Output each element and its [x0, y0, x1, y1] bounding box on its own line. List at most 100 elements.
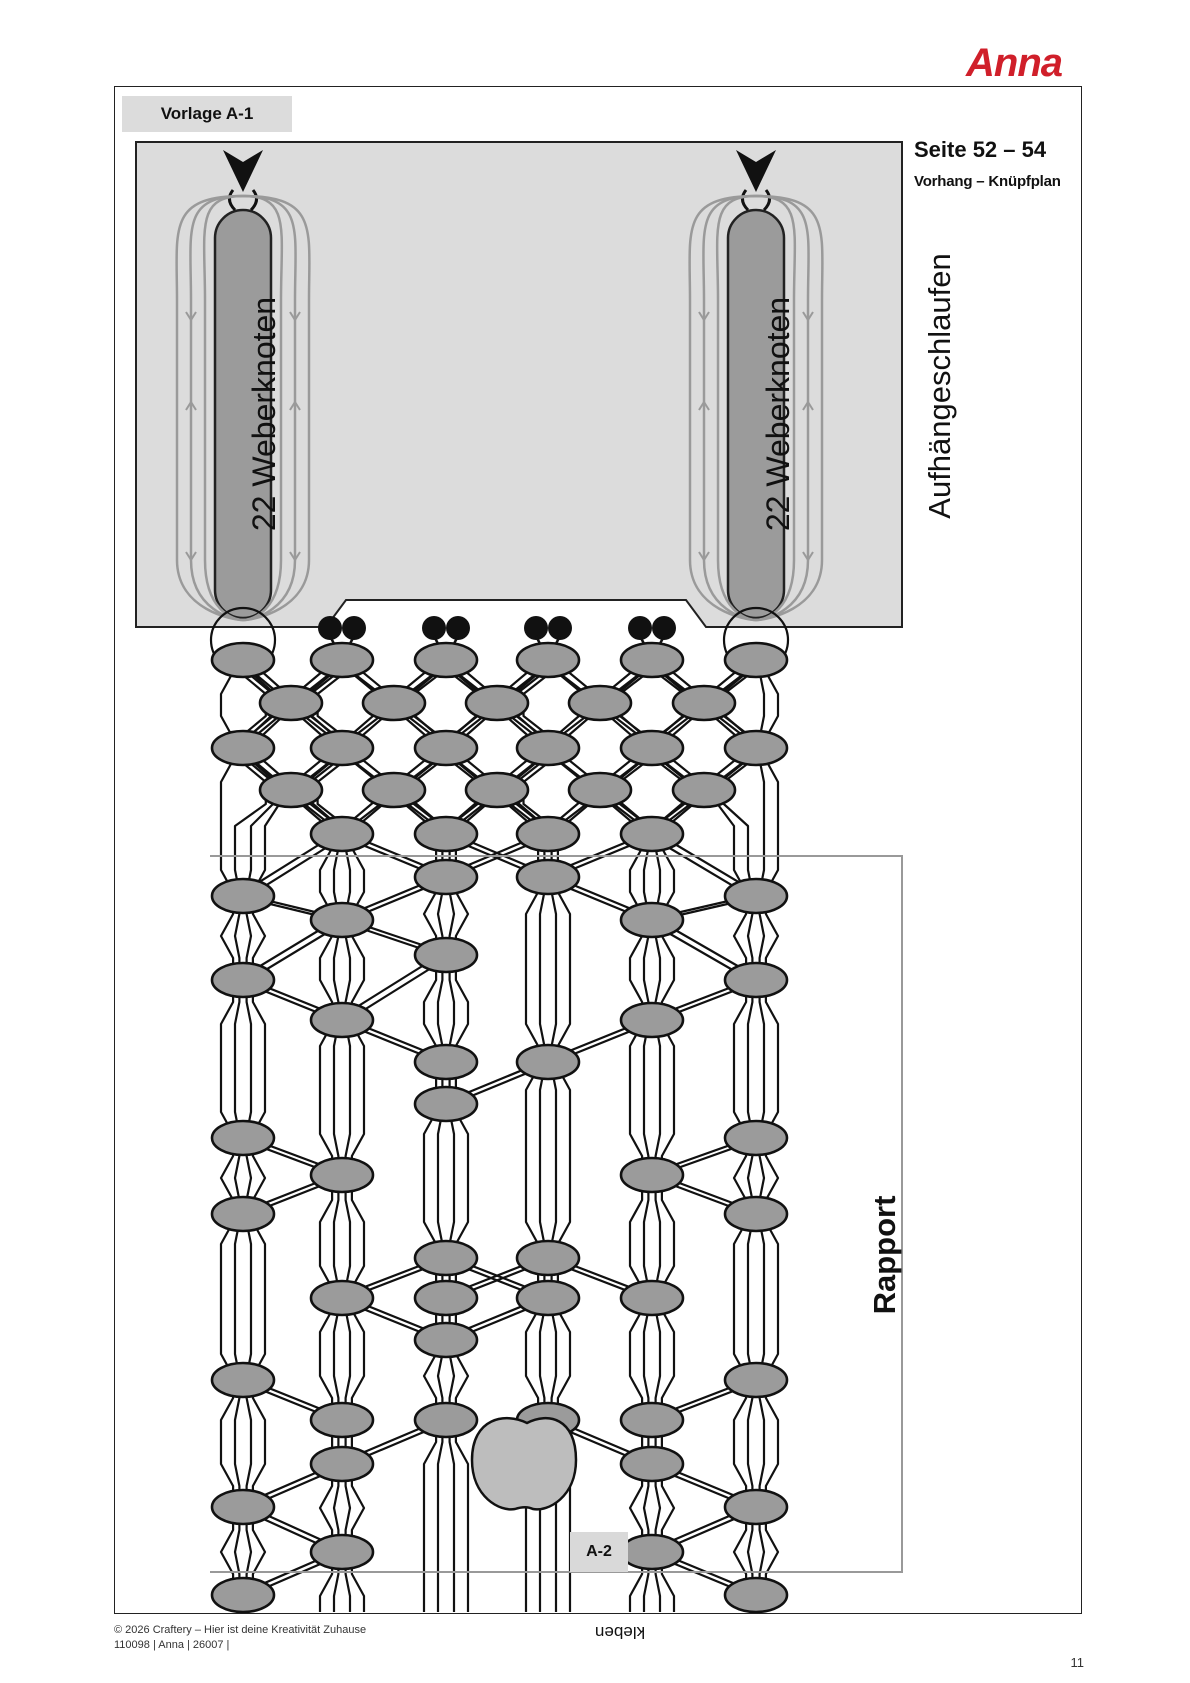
- square-knot: [619, 1001, 685, 1039]
- square-knot: [619, 1533, 685, 1571]
- square-knot: [413, 641, 479, 679]
- footer-copyright: © 2026 Craftery – Hier ist deine Kreativ…: [114, 1624, 367, 1636]
- square-knot: [723, 1576, 789, 1614]
- cord-head: [524, 616, 548, 640]
- square-knot: [210, 1576, 276, 1614]
- square-knot: [464, 771, 530, 809]
- square-knot: [361, 684, 427, 722]
- loop-arrow-icon: [185, 551, 197, 562]
- square-knot: [309, 901, 375, 939]
- down-arrow-icon: [736, 150, 776, 192]
- square-knot: [413, 815, 479, 853]
- square-knot: [210, 641, 276, 679]
- square-knot: [413, 1239, 479, 1277]
- square-knot: [413, 1043, 479, 1081]
- hanging-loop: [242, 194, 284, 622]
- repeat-label: Rapport: [867, 1195, 902, 1315]
- square-knot: [619, 1156, 685, 1194]
- cord: [448, 649, 479, 1612]
- square-knot: [413, 1085, 479, 1123]
- left-knot-column-label: 22 Weberknoten: [246, 296, 282, 532]
- brand-logo: Anna: [966, 41, 1063, 85]
- square-knot: [210, 729, 276, 767]
- square-knot: [413, 858, 479, 896]
- square-knot: [619, 1279, 685, 1317]
- square-knot: [515, 815, 581, 853]
- cord-head: [652, 616, 676, 640]
- square-knot: [258, 771, 324, 809]
- square-knot: [619, 641, 685, 679]
- cord-head: [342, 616, 366, 640]
- loop-arrow-icon: [289, 311, 301, 322]
- cord-head: [446, 616, 470, 640]
- hanging-loop: [688, 194, 757, 622]
- pattern-title: Vorhang – Knüpfplan: [914, 173, 1061, 190]
- loop-arrow-icon: [289, 551, 301, 562]
- square-knot: [515, 641, 581, 679]
- repeat-bracket: [210, 855, 903, 1573]
- square-knot: [361, 771, 427, 809]
- square-knot: [309, 1445, 375, 1483]
- square-knot: [309, 641, 375, 679]
- square-knot: [515, 1239, 581, 1277]
- square-knot: [619, 815, 685, 853]
- square-knot: [619, 729, 685, 767]
- cord: [412, 649, 444, 1612]
- square-knot: [309, 1001, 375, 1039]
- square-knot: [210, 1488, 276, 1526]
- hanging-loop: [755, 194, 797, 622]
- square-knot: [258, 684, 324, 722]
- square-knot: [515, 729, 581, 767]
- hanging-loop: [202, 194, 244, 622]
- square-knot: [210, 961, 276, 999]
- hanging-loops-label: Aufhängeschlaufen: [922, 253, 957, 519]
- cord: [454, 649, 485, 1612]
- square-knot: [413, 729, 479, 767]
- loop-arrow-icon: [185, 311, 197, 322]
- square-knot: [413, 1401, 479, 1439]
- square-knot: [671, 771, 737, 809]
- square-knot: [309, 1533, 375, 1571]
- right-knot-column: [726, 208, 786, 620]
- square-knot: [619, 901, 685, 939]
- left-knot-column: [213, 208, 273, 620]
- square-knot: [309, 1156, 375, 1194]
- cord: [406, 649, 438, 1612]
- bead: [470, 1416, 578, 1511]
- square-knot: [567, 771, 633, 809]
- square-knot: [723, 1119, 789, 1157]
- square-knot: [619, 1445, 685, 1483]
- loop-arrow-icon: [802, 400, 814, 411]
- square-knot: [723, 1195, 789, 1233]
- down-arrow-icon: [223, 150, 263, 192]
- cord-head: [318, 616, 342, 640]
- square-knot: [723, 961, 789, 999]
- square-knot: [515, 1043, 581, 1081]
- cord-head: [628, 616, 652, 640]
- loop-arrow-icon: [698, 400, 710, 411]
- square-knot: [671, 684, 737, 722]
- loop-arrow-icon: [802, 551, 814, 562]
- loop-arrow-icon: [698, 311, 710, 322]
- continuation-tab: A-2: [570, 1532, 628, 1572]
- hanging-loop: [242, 194, 311, 622]
- hanging-loop: [715, 194, 757, 622]
- square-knot: [723, 729, 789, 767]
- square-knot: [515, 858, 581, 896]
- square-knot: [210, 1195, 276, 1233]
- square-knot: [309, 1279, 375, 1317]
- square-knot: [309, 729, 375, 767]
- page-frame: [114, 86, 1082, 1614]
- glue-label: kleben: [594, 1623, 646, 1642]
- cord-head: [548, 616, 572, 640]
- square-knot: [210, 1361, 276, 1399]
- cord-head: [422, 616, 446, 640]
- hanging-panel: [135, 141, 903, 628]
- hanging-loop: [755, 194, 824, 622]
- square-knot: [413, 936, 479, 974]
- square-knot: [723, 1488, 789, 1526]
- cord-curl: [741, 189, 771, 212]
- square-knot: [567, 684, 633, 722]
- square-knot: [723, 877, 789, 915]
- square-knot: [619, 1401, 685, 1439]
